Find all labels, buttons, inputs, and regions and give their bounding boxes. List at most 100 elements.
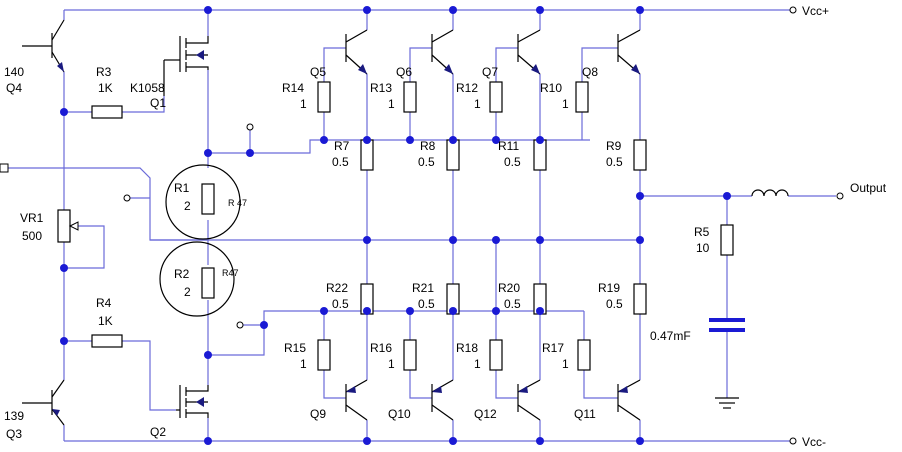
resistor-r15 [317, 339, 331, 371]
resistor-r1 [201, 183, 215, 215]
resistor-r18 [489, 339, 503, 371]
r18-ref: R18 [456, 341, 478, 355]
resistor-r19 [633, 283, 647, 315]
r8-ref: R8 [420, 139, 436, 153]
r22-value: 0.5 [332, 297, 349, 311]
r4-value: 1K [98, 314, 113, 328]
r7-value: 0.5 [332, 155, 349, 169]
transistor-symbols [22, 19, 641, 426]
transistor-q9 [345, 379, 368, 421]
q6-label: Q6 [396, 65, 412, 79]
junction-dots [60, 6, 731, 445]
wires [8, 9, 836, 442]
transistor-q4 [22, 19, 65, 73]
vr1-ref: VR1 [20, 211, 44, 225]
transistor-q11 [617, 379, 641, 421]
r9-value: 0.5 [606, 155, 623, 169]
resistor-r13 [403, 81, 417, 113]
r2-value: 2 [184, 285, 191, 299]
transistor-q7 [517, 29, 541, 75]
r11-value: 0.5 [504, 155, 521, 169]
r5-ref: R5 [694, 225, 710, 239]
r21-value: 0.5 [418, 297, 435, 311]
r17-value: 1 [562, 357, 569, 371]
transistor-q1 [163, 36, 209, 96]
r19-ref: R19 [598, 281, 620, 295]
r1-highlight-circle [165, 164, 241, 240]
r13-value: 1 [388, 97, 395, 111]
r15-value: 1 [300, 357, 307, 371]
r10-ref: R10 [540, 81, 562, 95]
test-point-1[interactable] [246, 123, 254, 131]
resistor-r4 [91, 334, 123, 348]
q7-label: Q7 [482, 65, 498, 79]
vr1-wiper [68, 221, 79, 231]
output-label: Output [850, 181, 887, 195]
q2-ref-label: Q2 [150, 425, 166, 439]
r14-value: 1 [300, 97, 307, 111]
resistor-r2 [201, 267, 215, 299]
q4-part-label: 140 [4, 65, 24, 79]
r19-value: 0.5 [606, 297, 623, 311]
q10-label: Q10 [388, 407, 411, 421]
test-point-3[interactable] [236, 321, 244, 329]
vr1-value: 500 [22, 229, 42, 243]
resistor-r14 [317, 81, 331, 113]
q5-label: Q5 [310, 65, 326, 79]
inductor-symbol [751, 189, 789, 197]
resistor-r11 [533, 139, 547, 171]
r13-ref: R13 [370, 81, 392, 95]
r22-ref: R22 [326, 281, 348, 295]
capacitor-value: 0.47mF [650, 329, 691, 343]
transistor-q8 [617, 29, 641, 75]
q3-part-label: 139 [4, 409, 24, 423]
vcc-plus-label: Vcc+ [802, 4, 829, 18]
r9-ref: R9 [606, 139, 622, 153]
labels: Vcc+ Vcc- Output 140 Q4 139 Q3 K1058 Q1 … [4, 4, 887, 449]
r16-value: 1 [388, 357, 395, 371]
q9-label: Q9 [310, 407, 326, 421]
q12-label: Q12 [474, 407, 497, 421]
resistor-symbols [57, 81, 734, 371]
r5-value: 10 [696, 241, 710, 255]
r17-ref: R17 [542, 341, 564, 355]
resistor-r10 [575, 81, 589, 113]
resistor-r16 [403, 339, 417, 371]
vcc-plus-terminal[interactable] [789, 6, 797, 14]
terminals [0, 6, 844, 445]
q11-label: Q11 [574, 407, 596, 421]
r15-ref: R15 [284, 341, 306, 355]
test-point-2[interactable] [123, 194, 131, 202]
ground-symbol [715, 397, 739, 409]
input-terminal[interactable] [0, 163, 9, 173]
output-terminal[interactable] [836, 192, 844, 200]
transistor-q3 [22, 379, 65, 426]
transistor-q6 [431, 29, 454, 75]
r11-ref: R11 [498, 139, 519, 153]
capacitor-symbol [709, 318, 745, 332]
r18-value: 1 [474, 357, 481, 371]
transistor-q5 [345, 29, 368, 75]
vcc-minus-label: Vcc- [802, 435, 826, 449]
q3-ref-label: Q3 [6, 427, 22, 441]
resistor-r9 [633, 139, 647, 171]
r1-ref: R1 [174, 181, 190, 195]
r10-value: 1 [562, 97, 569, 111]
r20-ref: R20 [498, 281, 520, 295]
r16-ref: R16 [370, 341, 392, 355]
resistor-r8 [446, 139, 460, 171]
r2-highlight-circle [159, 241, 235, 317]
r8-value: 0.5 [418, 155, 435, 169]
r2-ref: R2 [174, 267, 190, 281]
resistor-r7 [360, 139, 374, 171]
transistor-q12 [517, 379, 541, 421]
r4-ref: R4 [96, 296, 112, 310]
vcc-minus-terminal[interactable] [789, 437, 797, 445]
resistor-r3 [91, 105, 123, 119]
resistor-r12 [489, 81, 503, 113]
transistor-q2 [176, 385, 209, 418]
r1-value: 2 [184, 199, 191, 213]
r2-note: R47 [222, 268, 239, 278]
q1-ref-label: Q1 [150, 96, 166, 110]
